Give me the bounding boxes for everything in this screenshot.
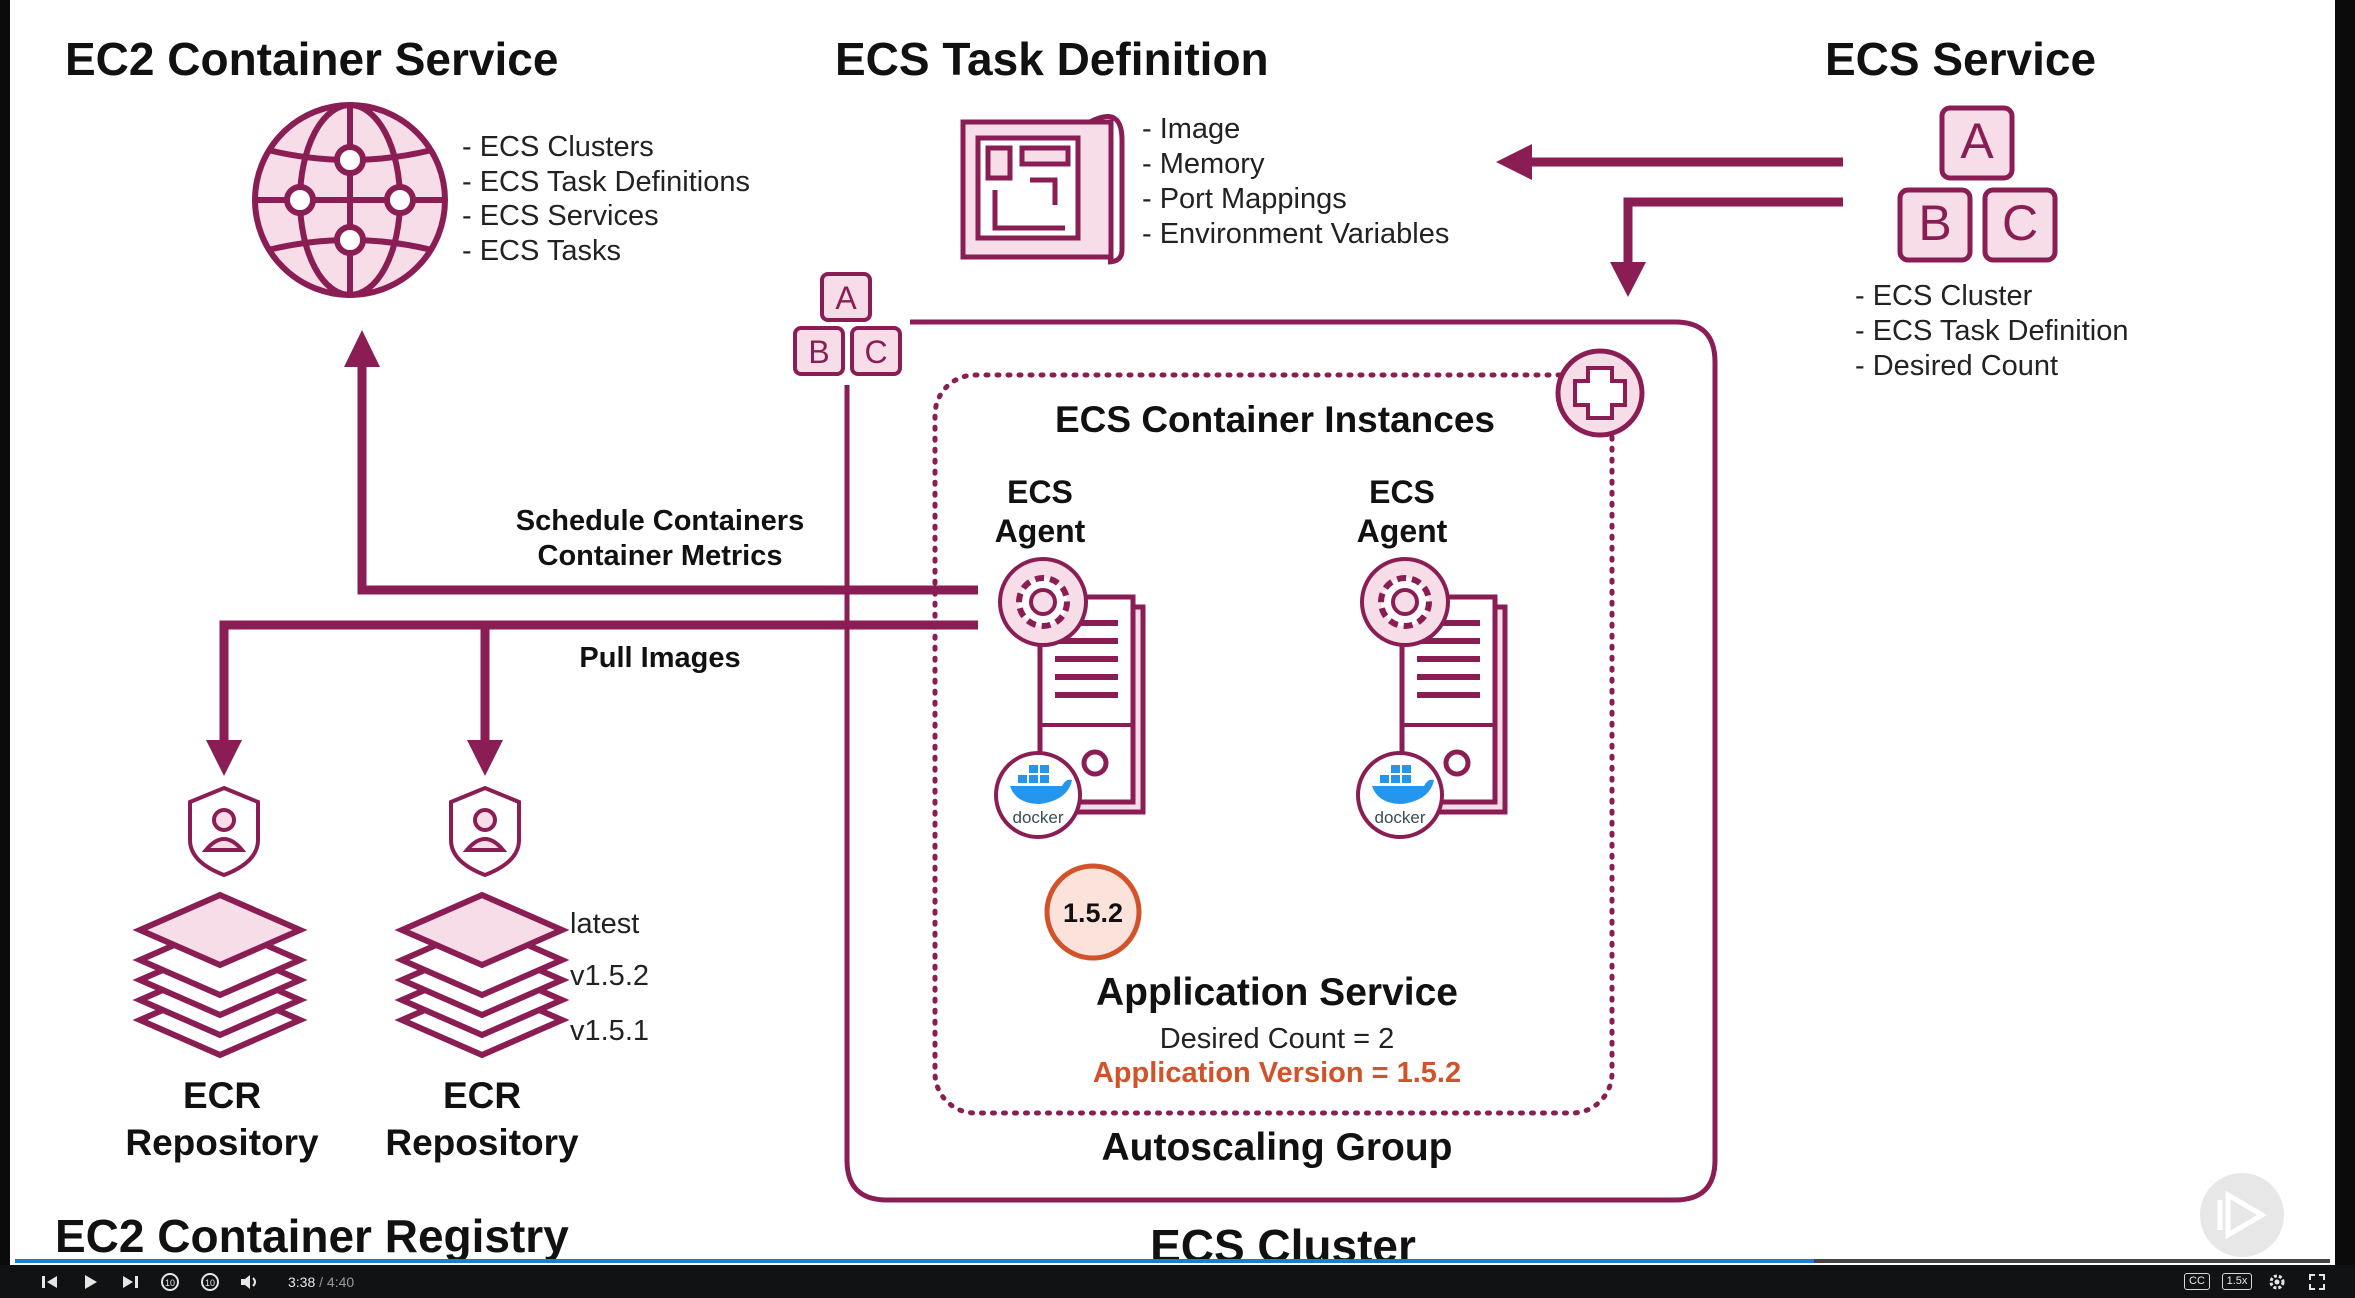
- current-time: 3:38: [288, 1273, 316, 1290]
- progress-fill: [15, 1259, 1814, 1263]
- task-definition-title: ECS Task Definition: [835, 33, 1269, 85]
- svg-text:1.5.2: 1.5.2: [1063, 898, 1123, 928]
- rewind-10-icon[interactable]: 10: [150, 1265, 190, 1298]
- fullscreen-icon[interactable]: [2297, 1265, 2337, 1298]
- svg-text:docker: docker: [1374, 808, 1425, 827]
- svg-text:v1.5.1: v1.5.1: [570, 1015, 649, 1047]
- svg-text:C: C: [864, 334, 887, 370]
- container-registry-title: EC2 Container Registry: [55, 1210, 569, 1262]
- repository-1-label-top: ECR: [183, 1075, 261, 1116]
- schedule-containers-label: Schedule Containers: [516, 505, 804, 537]
- repository-2-shield-icon: [449, 785, 521, 878]
- globe-network-icon: [252, 102, 448, 298]
- playback-time: 3:38 / 4:40: [288, 1274, 354, 1290]
- svg-text:docker: docker: [1012, 808, 1063, 827]
- ecs-service-list: - ECS Cluster - ECS Task Definition - De…: [1855, 280, 2128, 382]
- svg-text:A: A: [835, 280, 857, 316]
- autoscaling-group-label: Autoscaling Group: [1102, 1126, 1453, 1169]
- blueprint-icon: [960, 114, 1125, 265]
- svg-text:- ECS Task Definition: - ECS Task Definition: [1855, 315, 2128, 347]
- repository-2-label-bottom: Repository: [385, 1122, 579, 1163]
- captions-label: CC: [2184, 1273, 2210, 1290]
- skip-back-icon[interactable]: [30, 1265, 70, 1298]
- svg-text:- ECS Tasks: - ECS Tasks: [462, 235, 621, 267]
- ecs-cluster-title: ECS Cluster: [1150, 1220, 1416, 1265]
- svg-text:A: A: [1960, 113, 1994, 169]
- agent-2-label-top: ECS: [1369, 474, 1435, 510]
- agent-1-label-bottom: Agent: [995, 513, 1086, 549]
- captions-icon[interactable]: CC: [2177, 1265, 2217, 1298]
- svg-text:- Port Mappings: - Port Mappings: [1142, 183, 1347, 215]
- svg-text:10: 10: [205, 1278, 215, 1288]
- application-version-text: Application Version = 1.5.2: [1093, 1057, 1461, 1089]
- repository-2-tags: latest v1.5.2 v1.5.1: [570, 908, 649, 1047]
- service-to-task-arrow: [1496, 144, 1843, 180]
- repository-2-stack-icon: [394, 891, 570, 1059]
- slide-canvas: EC2 Container Service ECS Task Definitio…: [10, 0, 2335, 1272]
- svg-text:- Image: - Image: [1142, 113, 1240, 145]
- svg-text:10: 10: [165, 1278, 175, 1288]
- svg-text:- ECS Services: - ECS Services: [462, 200, 659, 232]
- svg-text:latest: latest: [570, 908, 639, 940]
- version-badge: 1.5.2: [1044, 863, 1142, 961]
- application-service-title: Application Service: [1096, 971, 1458, 1014]
- container-metrics-label: Container Metrics: [538, 540, 783, 572]
- add-instance-icon: [1555, 348, 1645, 438]
- gear-2-icon: [1360, 557, 1450, 647]
- duration: 4:40: [326, 1273, 355, 1290]
- container-instances-title: ECS Container Instances: [1055, 399, 1495, 440]
- svg-text:- ECS Clusters: - ECS Clusters: [462, 131, 654, 163]
- svg-text:- Memory: - Memory: [1142, 148, 1265, 180]
- schedule-flow-arrow: [344, 330, 978, 595]
- agent-1-label-top: ECS: [1007, 474, 1073, 510]
- small-abc-blocks-icon: A B C: [793, 272, 902, 376]
- svg-text:- ECS Task Definitions: - ECS Task Definitions: [462, 166, 750, 198]
- ec2-container-service-title: EC2 Container Service: [65, 33, 558, 85]
- task-definition-list: - Image - Memory - Port Mappings - Envir…: [1142, 113, 1449, 250]
- volume-icon[interactable]: [230, 1265, 270, 1298]
- docker-1-icon: docker: [994, 751, 1082, 839]
- settings-icon[interactable]: [2257, 1265, 2297, 1298]
- ec2-container-service-list: - ECS Clusters - ECS Task Definitions - …: [462, 131, 750, 267]
- docker-2-icon: docker: [1356, 751, 1444, 839]
- repository-2-label-top: ECR: [443, 1075, 521, 1116]
- agent-2-label-bottom: Agent: [1357, 513, 1448, 549]
- repository-1-stack-icon: [132, 891, 308, 1059]
- player-logo-button[interactable]: [2200, 1173, 2284, 1257]
- forward-10-icon[interactable]: 10: [190, 1265, 230, 1298]
- speed-label: 1.5x: [2221, 1273, 2253, 1290]
- time-separator: /: [315, 1273, 327, 1290]
- repository-1-shield-icon: [188, 785, 260, 878]
- speed-icon[interactable]: 1.5x: [2217, 1265, 2257, 1298]
- svg-text:B: B: [808, 334, 829, 370]
- ecs-cluster-boundary: [844, 319, 1718, 1203]
- desired-count-text: Desired Count = 2: [1160, 1023, 1395, 1055]
- abc-blocks-icon: A B C: [1897, 105, 2058, 263]
- play-icon[interactable]: [70, 1265, 110, 1298]
- svg-text:- ECS Cluster: - ECS Cluster: [1855, 280, 2033, 312]
- svg-text:v1.5.2: v1.5.2: [570, 960, 649, 992]
- svg-text:- Environment Variables: - Environment Variables: [1142, 218, 1449, 250]
- gear-1-icon: [998, 557, 1088, 647]
- service-to-cluster-arrow: [1610, 197, 1843, 297]
- player-controls: 10 10 3:38 / 4:40 CC 1.5x: [0, 1265, 2355, 1298]
- ecs-service-title: ECS Service: [1825, 33, 2096, 85]
- pull-images-flow-lines: [206, 620, 978, 776]
- skip-forward-icon[interactable]: [110, 1265, 150, 1298]
- svg-text:C: C: [2002, 195, 2038, 251]
- autoscaling-group-boundary: [932, 372, 1615, 1116]
- svg-text:B: B: [1918, 195, 1951, 251]
- architecture-diagram: EC2 Container Service ECS Task Definitio…: [10, 0, 2335, 1272]
- pull-images-label: Pull Images: [579, 642, 740, 674]
- svg-text:- Desired Count: - Desired Count: [1855, 350, 2058, 382]
- server-1-icon: [1037, 594, 1146, 815]
- repository-1-label-bottom: Repository: [125, 1122, 319, 1163]
